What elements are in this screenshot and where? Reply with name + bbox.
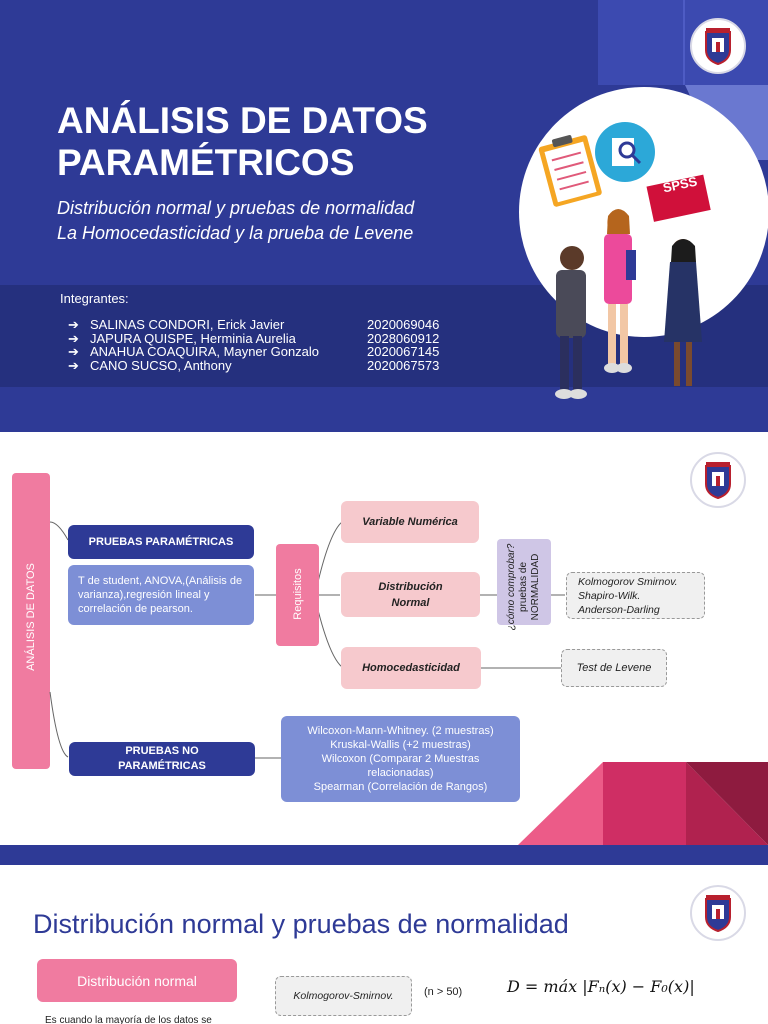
member-row: ➔ CANO SUCSO, Anthony <box>68 359 232 373</box>
main-title: ANÁLISIS DE DATOS PARAMÉTRICOS <box>57 100 428 184</box>
title-slide: ANÁLISIS DE DATOS PARAMÉTRICOS Distribuc… <box>0 0 768 432</box>
arrow-icon: ➔ <box>68 317 79 332</box>
parametric-tests-desc: T de student, ANOVA,(Análisis de varianz… <box>68 565 254 625</box>
arrow-icon: ➔ <box>68 358 79 373</box>
nonparam-test: relacionadas) <box>367 767 434 779</box>
slide3-title: Distribución normal y pruebas de normali… <box>33 909 569 939</box>
req-homoscedasticity: Homocedasticidad <box>341 647 481 689</box>
req-numeric-variable: Variable Numérica <box>341 501 479 543</box>
normality-test: Shapiro-Wilk. <box>578 589 641 602</box>
subtitle-2: La Homocedasticidad y la prueba de Leven… <box>57 223 414 243</box>
ks-formula: D = máx |Fₙ(x) − F₀(x)| <box>507 977 695 996</box>
member-name: ANAHUA COAQUIRA, Mayner Gonzalo <box>90 344 320 359</box>
nonparam-line2: PARAMÉTRICAS <box>118 760 206 772</box>
shield-icon <box>705 895 731 933</box>
title-line-1: ANÁLISIS DE DATOS <box>57 100 428 141</box>
how-line1: ¿cómo comprobar? <box>506 543 517 631</box>
member-row: ➔ SALINAS CONDORI, Erick Javier <box>68 318 284 332</box>
sample-size-condition: (n > 50) <box>424 986 463 998</box>
arrow-icon: ➔ <box>68 331 79 346</box>
how-line3: NORMALIDAD <box>530 553 541 621</box>
university-logo <box>690 18 746 74</box>
req-normal-distribution: Distribución Normal <box>341 572 480 617</box>
how-line2: pruebas de <box>518 561 529 613</box>
university-logo <box>690 452 746 508</box>
how-to-check-node <box>497 539 551 625</box>
people-illustration <box>538 122 711 399</box>
member-id: 2028060912 <box>367 331 440 346</box>
requisitos-node <box>276 544 319 646</box>
subtitle-1: Distribución normal y pruebas de normali… <box>57 198 415 218</box>
member-row: ➔ JAPURA QUISPE, Herminia Aurelia <box>68 332 296 346</box>
member-name: SALINAS CONDORI, Erick Javier <box>90 317 285 332</box>
member-row: ➔ ANAHUA COAQUIRA, Mayner Gonzalo <box>68 345 319 359</box>
member-id: 2020067145 <box>367 344 440 359</box>
nonparam-test: Kruskal-Wallis (+2 muestras) <box>330 739 471 751</box>
bottom-band <box>0 387 768 432</box>
title-line-2: PARAMÉTRICOS <box>57 142 355 183</box>
normality-slide: Distribución normal y pruebas de normali… <box>0 865 768 1024</box>
levene-test: Test de Levene <box>561 649 667 687</box>
normality-test: Kolmogorov Smirnov. <box>578 575 678 588</box>
nonparam-test: Wilcoxon (Comparar 2 Muestras <box>321 753 480 765</box>
normality-test: Anderson-Darling <box>578 603 660 616</box>
root-node <box>12 473 50 769</box>
member-id: 2020067573 <box>367 358 440 373</box>
shield-icon <box>705 28 731 66</box>
how-to-check-label: ¿cómo comprobar? pruebas de NORMALIDAD <box>506 537 542 637</box>
member-name: CANO SUCSO, Anthony <box>90 358 232 373</box>
parametric-tests-header: PRUEBAS PARAMÉTRICAS <box>68 525 254 559</box>
nonparametric-tests-header: PRUEBAS NO PARAMÉTRICAS <box>69 742 255 776</box>
members-label: Integrantes: <box>60 291 129 306</box>
diagram-connectors <box>49 521 565 759</box>
nonparametric-tests-list: Wilcoxon-Mann-Whitney. (2 muestras) Krus… <box>281 716 520 802</box>
arrow-icon: ➔ <box>68 344 79 359</box>
member-name: JAPURA QUISPE, Herminia Aurelia <box>90 331 296 346</box>
member-id: 2020069046 <box>367 317 440 332</box>
slide2-bottom-band <box>0 845 768 865</box>
nonparam-test: Spearman (Correlación de Rangos) <box>313 781 488 793</box>
normal-distribution-desc: Es cuando la mayoría de los datos se <box>45 1015 212 1024</box>
diagram-slide: ANÁLISIS DE DATOS PRUEBAS PARAMÉTRICAS T… <box>0 432 768 865</box>
normality-tests-list: Kolmogorov Smirnov. Shapiro-Wilk. Anders… <box>566 572 705 619</box>
university-logo <box>690 885 746 941</box>
requisitos-label: Requisitos <box>292 568 304 620</box>
req-normal-line1: Distribución <box>378 580 443 593</box>
ks-test-label: Kolmogorov-Smirnov. <box>275 976 412 1016</box>
decorative-triangles <box>518 762 768 845</box>
nonparam-line1: PRUEBAS NO <box>125 745 199 757</box>
nonparam-test: Wilcoxon-Mann-Whitney. (2 muestras) <box>307 725 494 737</box>
req-normal-line2: Normal <box>391 596 430 609</box>
normal-distribution-label: Distribución normal <box>37 959 237 1002</box>
shield-icon <box>705 462 731 500</box>
